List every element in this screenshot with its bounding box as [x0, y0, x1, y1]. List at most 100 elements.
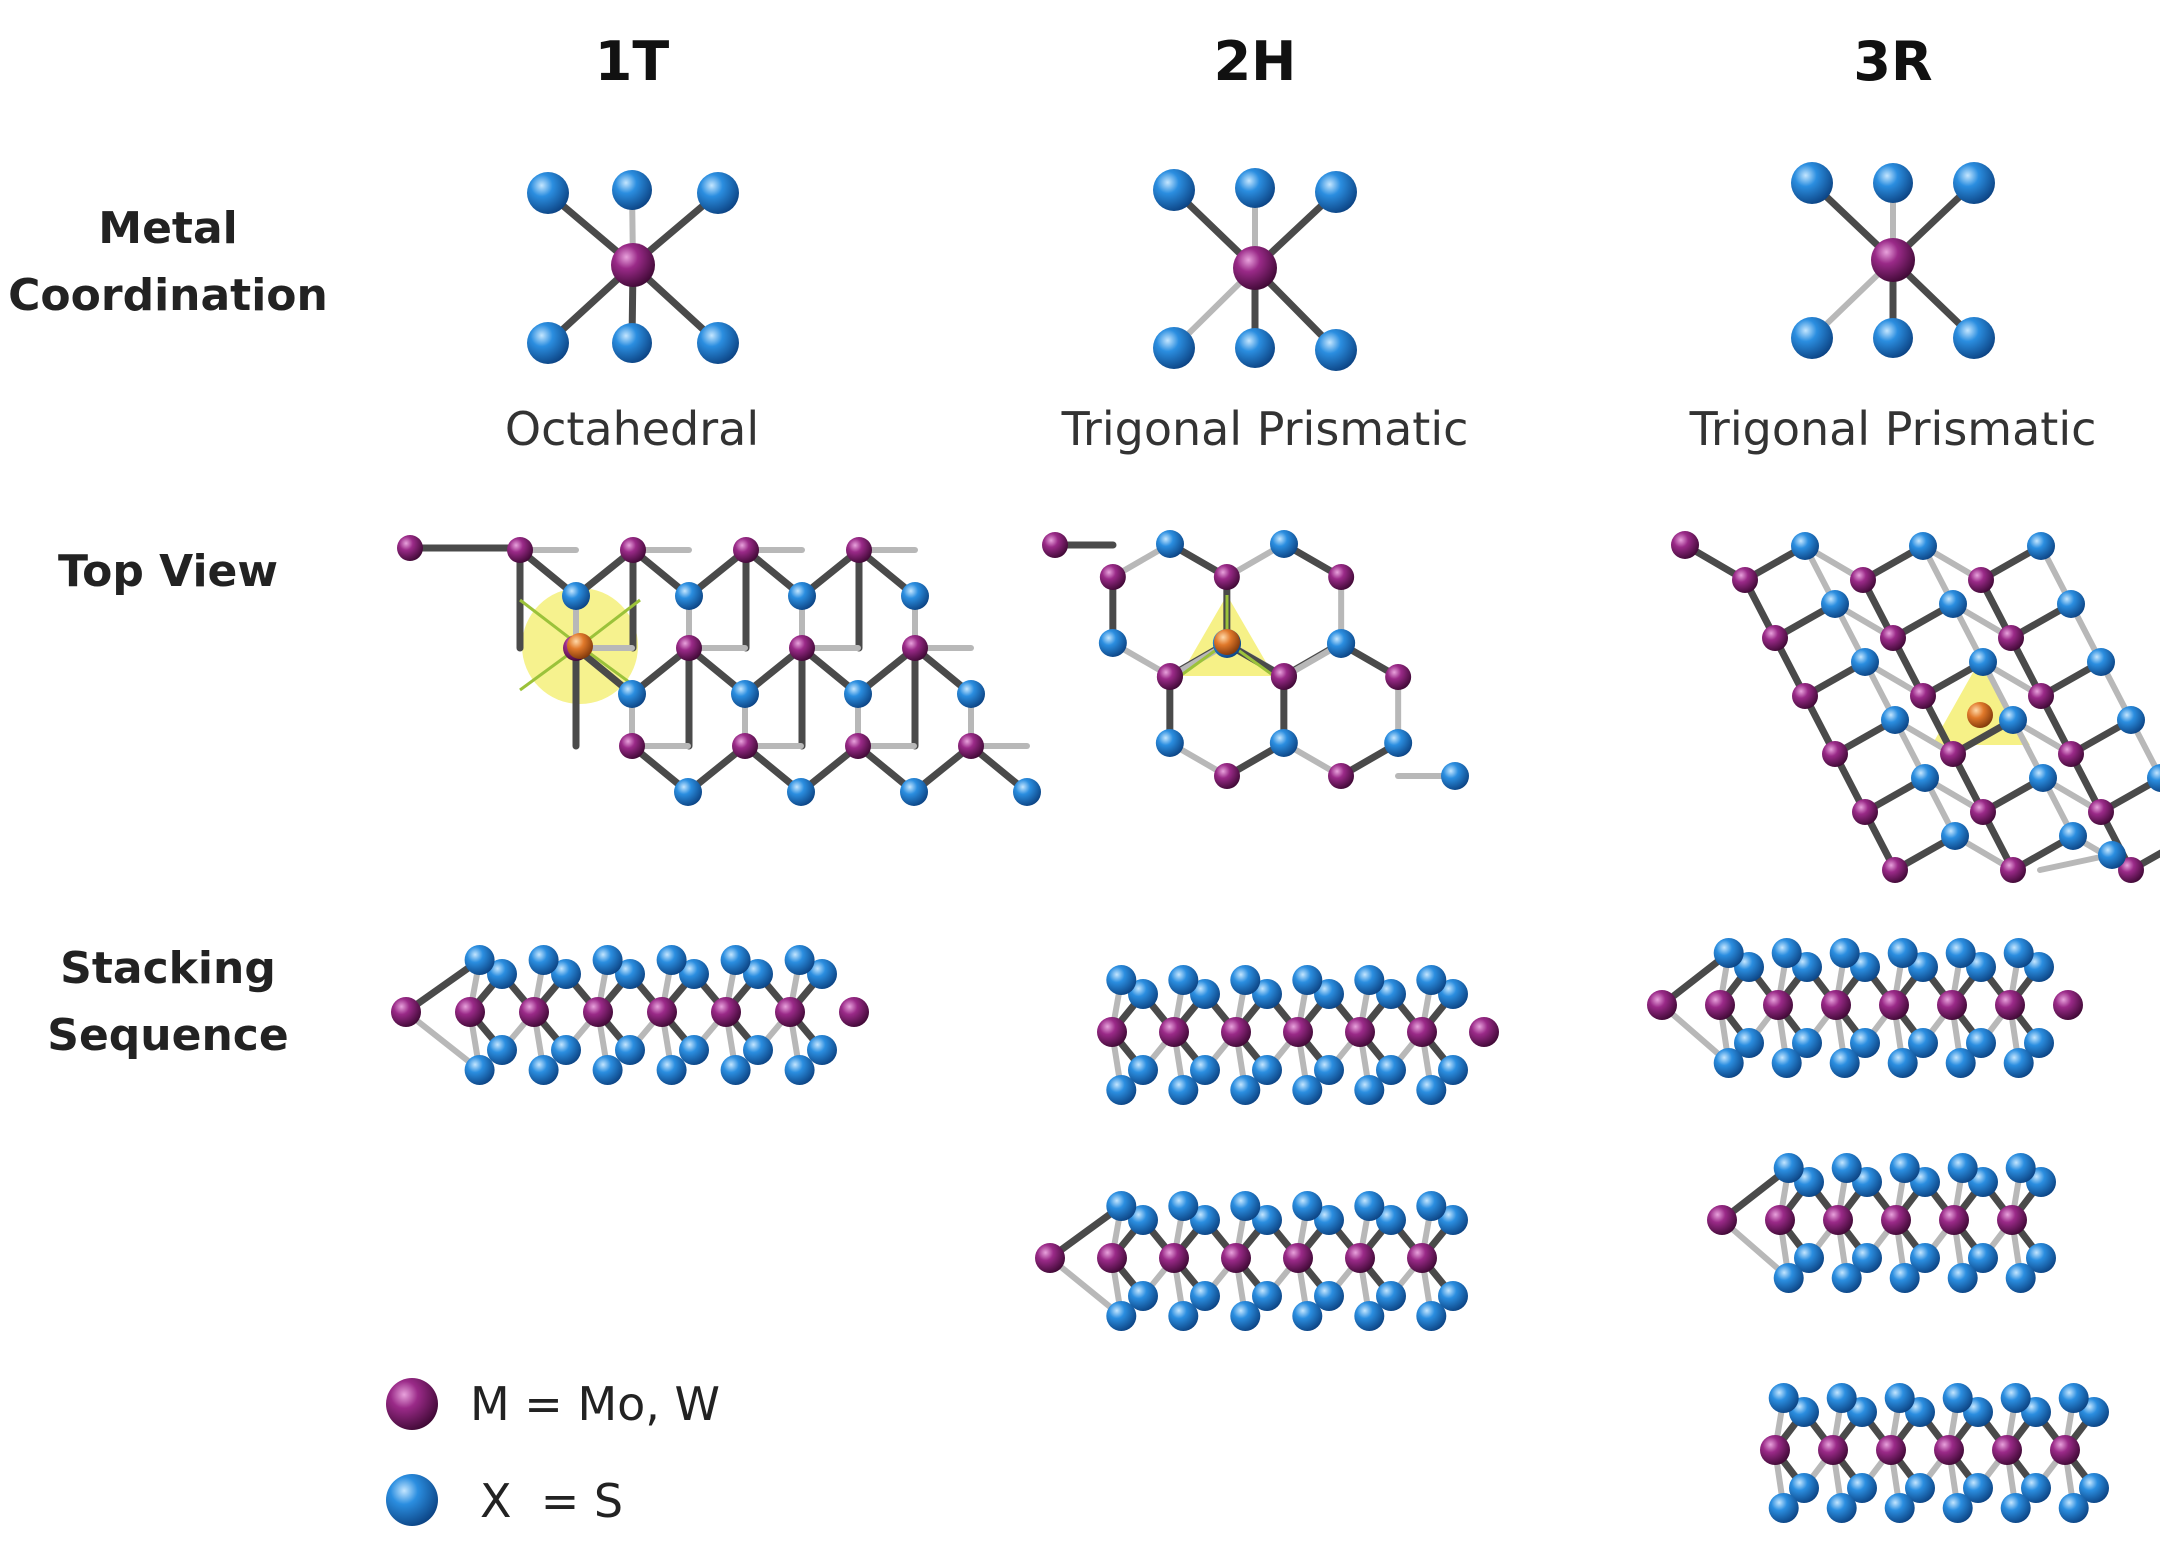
coordination-caption-2h: Trigonal Prismatic [1061, 402, 1469, 456]
metal-atom [1214, 763, 1240, 789]
metal-atom [2050, 1435, 2080, 1465]
chalcogen-atom [1905, 1473, 1935, 1503]
chalcogen-atom [1270, 530, 1298, 558]
metal-atom [1270, 664, 1297, 690]
stacking-sequence-2h [1035, 965, 1499, 1331]
chalcogen-atom [1821, 590, 1849, 618]
stacking-sequence-3r [1647, 938, 2109, 1523]
chalcogen-atom [1314, 1055, 1344, 1085]
chalcogen-atom [1156, 530, 1184, 558]
legend-chalcogen-label: X = S [480, 1474, 623, 1528]
chalcogen-atom [2026, 1243, 2056, 1273]
metal-atom [732, 733, 758, 759]
metal-atom [1823, 1205, 1853, 1235]
chalcogen-atom [1314, 1281, 1344, 1311]
chalcogen-atom [562, 582, 590, 610]
metal-atom [775, 997, 805, 1027]
metal-atom [1671, 531, 1699, 559]
chalcogen-atom [551, 959, 581, 989]
chalcogen-atom [1106, 1301, 1137, 1331]
column-title-2h: 2H [1214, 30, 1297, 93]
chalcogen-atom [697, 322, 739, 364]
chalcogen-atom [1826, 1383, 1857, 1413]
chalcogen-atom [720, 945, 751, 975]
chalcogen-atom [2087, 648, 2115, 676]
chalcogen-atom [1013, 778, 1041, 806]
chalcogen-atom [1945, 938, 1976, 968]
metal-atom [845, 733, 871, 759]
chalcogen-atom [1884, 1493, 1915, 1523]
metal-atom [1469, 1017, 1499, 1047]
metal-atom [1345, 1017, 1375, 1047]
metal-atom [2058, 741, 2084, 767]
chalcogen-atom [1190, 1205, 1220, 1235]
chalcogen-atom [1292, 1075, 1323, 1105]
chalcogen-atom [1968, 1243, 1998, 1273]
chalcogen-atom [2005, 1153, 2036, 1183]
column-title-3r: 3R [1853, 30, 1932, 93]
chalcogen-atom [1851, 648, 1879, 676]
chalcogen-atom [1315, 171, 1357, 213]
chalcogen-atom [1376, 1205, 1406, 1235]
chalcogen-atom [1847, 1473, 1877, 1503]
metal-atom [1097, 1243, 1127, 1273]
chalcogen-atom [1947, 1153, 1978, 1183]
chalcogen-atom [844, 680, 872, 708]
metal-atom [507, 537, 533, 563]
chalcogen-atom [1354, 1301, 1385, 1331]
chalcogen-atom [1953, 317, 1995, 359]
metal-atom [2118, 857, 2144, 883]
chalcogen-atom [612, 170, 652, 210]
chalcogen-atom [1911, 764, 1939, 792]
chalcogen-atom [1794, 1243, 1824, 1273]
metal-atom [620, 537, 646, 563]
metal-atom [1760, 1435, 1790, 1465]
column-title-1t: 1T [595, 30, 670, 93]
metal-atom [1707, 1205, 1737, 1235]
metal-atom [1732, 567, 1758, 593]
chalcogen-atom [1953, 162, 1995, 204]
chalcogen-atom [1292, 1191, 1323, 1221]
chalcogen-atom [1168, 965, 1199, 995]
metal-atom [2053, 990, 2083, 1020]
chalcogen-atom [675, 582, 703, 610]
metal-atom [1283, 1243, 1313, 1273]
chalcogen-atom [784, 1055, 815, 1085]
metal-atom [846, 537, 872, 563]
chalcogen-atom [656, 945, 687, 975]
bond [402, 956, 484, 1016]
chalcogen-atom [1792, 1028, 1822, 1058]
chalcogen-atom [1908, 1028, 1938, 1058]
chalcogen-atom [1230, 1075, 1261, 1105]
chalcogen-atom [1098, 629, 1127, 657]
chalcogen-atom [1269, 729, 1298, 757]
chalcogen-atom [1153, 169, 1195, 211]
row-label-stacking-line2: Sequence [47, 1010, 288, 1061]
coordination-model-2h [1153, 168, 1357, 371]
metal-atom [1328, 763, 1354, 789]
chalcogen-atom [2027, 532, 2055, 560]
chalcogen-atom [1826, 1493, 1857, 1523]
chalcogen-atom [1315, 329, 1357, 371]
chalcogen-atom [2098, 841, 2126, 869]
coordination-captions: Octahedral Trigonal Prismatic Trigonal P… [505, 402, 2097, 456]
chalcogen-atom [720, 1055, 751, 1085]
chalcogen-atom [2024, 1028, 2054, 1058]
metal-atom [1407, 1017, 1437, 1047]
metal-atom [519, 997, 549, 1027]
metal-atom [1159, 1243, 1189, 1273]
chalcogen-atom [1252, 1055, 1282, 1085]
chalcogen-atom [1829, 938, 1860, 968]
chalcogen-atom [731, 680, 759, 708]
chalcogen-atom [2000, 1493, 2031, 1523]
chalcogen-atom [1416, 1075, 1447, 1105]
chalcogen-atom [787, 778, 815, 806]
metal-atom [1850, 567, 1876, 593]
metal-atom [1992, 1435, 2022, 1465]
chalcogen-atom [1106, 965, 1137, 995]
chalcogen-atom [697, 172, 739, 214]
metal-atom [611, 243, 655, 287]
chalcogen-atom [618, 680, 646, 708]
metal-atom [1233, 246, 1277, 290]
